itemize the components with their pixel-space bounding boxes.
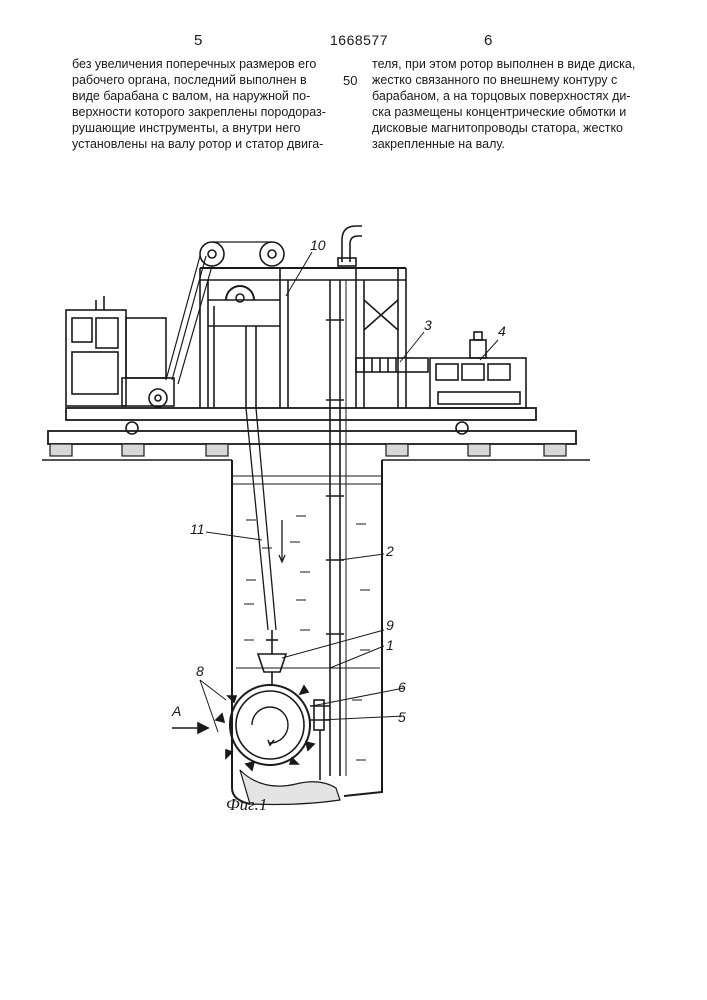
label-9: 9 bbox=[386, 617, 394, 633]
label-8: 8 bbox=[196, 663, 204, 679]
suspension-cable bbox=[246, 408, 285, 630]
winch-drive bbox=[122, 378, 174, 407]
view-label: А bbox=[171, 703, 181, 719]
label-6: 6 bbox=[398, 679, 406, 695]
slurry-hatching bbox=[236, 516, 380, 760]
view-arrow bbox=[172, 723, 208, 733]
wheel-right bbox=[456, 422, 468, 434]
slurry-pipe-elbow bbox=[338, 226, 362, 266]
drive-shaft bbox=[356, 358, 428, 372]
sheave-pulleys bbox=[200, 242, 284, 302]
control-cabin bbox=[66, 296, 166, 406]
label-5: 5 bbox=[398, 709, 406, 725]
sleepers bbox=[50, 444, 566, 456]
hook-block bbox=[258, 630, 286, 672]
label-10: 10 bbox=[310, 237, 326, 253]
label-2: 2 bbox=[385, 543, 394, 559]
wheel-left bbox=[126, 422, 138, 434]
label-1: 1 bbox=[386, 637, 394, 653]
trench bbox=[232, 460, 382, 804]
label-3: 3 bbox=[424, 317, 432, 333]
rail-track bbox=[48, 431, 576, 444]
figure-caption: Фиг.1 bbox=[226, 795, 267, 814]
hoist-cables bbox=[166, 256, 212, 384]
working-drum bbox=[216, 672, 330, 780]
platform bbox=[66, 408, 536, 420]
label-11: 11 bbox=[190, 521, 205, 537]
power-unit bbox=[430, 332, 526, 408]
label-4: 4 bbox=[498, 323, 506, 339]
leader-lines bbox=[200, 252, 498, 732]
